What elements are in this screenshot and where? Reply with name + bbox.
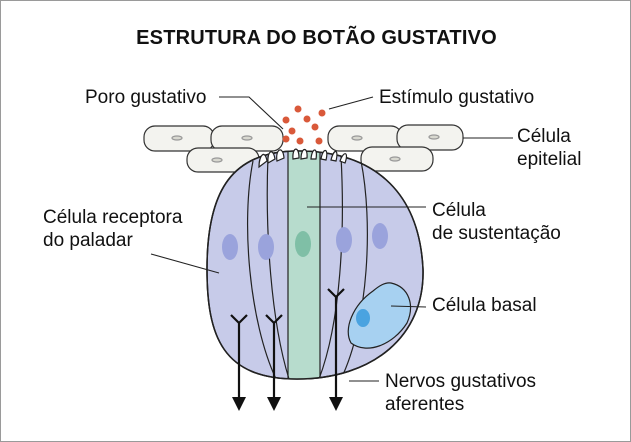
diagram-title: ESTRUTURA DO BOTÃO GUSTATIVO (136, 27, 497, 49)
basal-cell-nucleus (356, 309, 370, 327)
cell-boundary (340, 160, 368, 379)
epithelial-nucleus (241, 135, 253, 141)
label-receptor-cell-line2: do paladar (43, 230, 133, 251)
epithelial-cells (143, 124, 464, 173)
basal-cell (347, 282, 412, 349)
taste-stimulus-dots (282, 105, 326, 145)
nerve-fiber (230, 314, 248, 399)
microvilli (258, 148, 348, 169)
receptor-cell-nucleus (258, 234, 274, 260)
leader-basal (390, 305, 427, 308)
cell-boundary (318, 155, 343, 379)
label-afferent-nerves-line1: Nervos gustativos (385, 371, 537, 392)
cell-boundary (266, 155, 290, 379)
leader-taste-pore (219, 96, 284, 130)
supporting-cell (287, 151, 321, 379)
label-afferent-nerves-line2: aferentes (385, 394, 465, 415)
epithelial-nucleus (171, 135, 183, 141)
cell-boundary (246, 160, 277, 379)
nerve-fiber (265, 314, 283, 399)
leader-lines (150, 96, 513, 382)
label-supporting-cell-line1: Célula (432, 200, 486, 221)
epithelial-nucleus (211, 157, 223, 163)
nerve-fiber (327, 288, 345, 399)
epithelial-nucleus (389, 156, 401, 162)
afferent-nerve-fibers (230, 288, 345, 399)
label-basal-cell: Célula basal (432, 295, 537, 316)
label-taste-stimulus: Estímulo gustativo (379, 87, 535, 108)
receptor-cell-nucleus (336, 227, 352, 253)
epithelial-nucleus (351, 135, 363, 141)
epithelial-nucleus (428, 134, 440, 140)
label-epithelial-cell-line1: Célula (517, 126, 571, 147)
label-supporting-cell-line2: de sustentação (432, 223, 561, 244)
taste-bud (206, 148, 424, 380)
label-taste-pore: Poro gustativo (85, 87, 207, 108)
label-epithelial-cell-line2: epitelial (517, 149, 582, 170)
nerve-arrowheads (232, 397, 343, 411)
supporting-cell-nucleus (295, 231, 311, 257)
label-receptor-cell-line1: Célula receptora (43, 207, 183, 228)
receptor-cell-nucleus (372, 223, 388, 249)
receptor-cell-nucleus (222, 234, 238, 260)
leader-receptor (150, 253, 220, 274)
leader-taste-stimulus (328, 96, 374, 110)
